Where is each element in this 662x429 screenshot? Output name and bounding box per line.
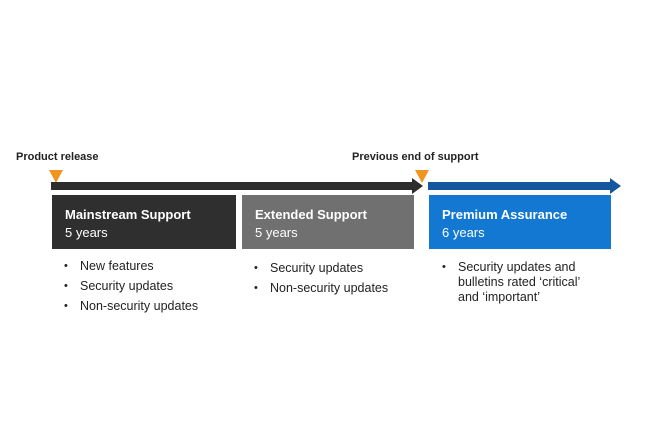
timeline-dark-arrow-icon [51, 178, 423, 194]
extended-support-box: Extended Support 5 years [242, 195, 414, 249]
premium-assurance-bullets: Security updates and bulletins rated ‘cr… [441, 260, 601, 310]
phase-title: Extended Support [255, 207, 367, 222]
marker-label-product-release: Product release [16, 151, 99, 163]
list-item: New features [63, 259, 233, 274]
product-release-marker-icon [49, 170, 63, 183]
phase-title: Premium Assurance [442, 207, 568, 222]
list-item: Non-security updates [253, 281, 418, 296]
phase-duration: 5 years [255, 225, 298, 240]
timeline-blue-arrow-icon [428, 178, 621, 194]
marker-label-previous-end-of-support: Previous end of support [352, 151, 479, 163]
phase-duration: 5 years [65, 225, 108, 240]
list-item: Security updates [253, 261, 418, 276]
phase-duration: 6 years [442, 225, 485, 240]
list-item: Non-security updates [63, 299, 233, 314]
list-item: Security updates [63, 279, 233, 294]
mainstream-support-box: Mainstream Support 5 years [52, 195, 236, 249]
previous-end-marker-icon [415, 170, 429, 183]
extended-support-bullets: Security updates Non-security updates [253, 261, 418, 301]
phase-title: Mainstream Support [65, 207, 191, 222]
list-item: Security updates and bulletins rated ‘cr… [441, 260, 601, 305]
premium-assurance-box: Premium Assurance 6 years [429, 195, 611, 249]
mainstream-support-bullets: New features Security updates Non-securi… [63, 259, 233, 319]
